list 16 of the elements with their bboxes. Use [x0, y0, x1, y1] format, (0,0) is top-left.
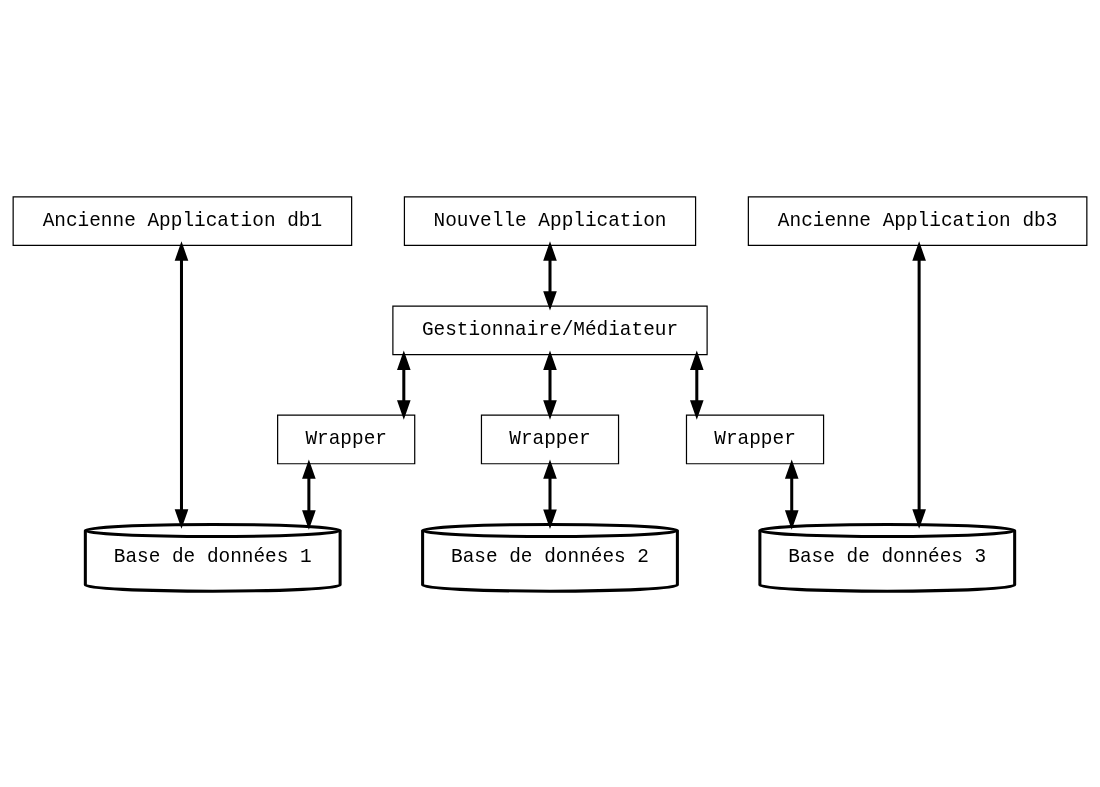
- node-box: Nouvelle Application: [403, 195, 697, 246]
- arrow: [784, 458, 799, 530]
- arrow: [690, 350, 704, 420]
- arrow: [912, 240, 926, 529]
- node-box: Wrapper: [480, 414, 620, 464]
- arrow: [397, 350, 411, 420]
- arrow: [543, 458, 557, 529]
- arrow: [543, 350, 557, 420]
- node-box: Ancienne Application db3: [747, 195, 1088, 246]
- node-box: Wrapper: [685, 414, 825, 464]
- node-box: Wrapper: [277, 414, 416, 464]
- node-box: Ancienne Application db1: [12, 195, 353, 246]
- arrow: [302, 458, 316, 530]
- arrow: [543, 240, 557, 311]
- arrow: [174, 240, 189, 529]
- node-box: Gestionnaire/Médiateur: [392, 304, 708, 355]
